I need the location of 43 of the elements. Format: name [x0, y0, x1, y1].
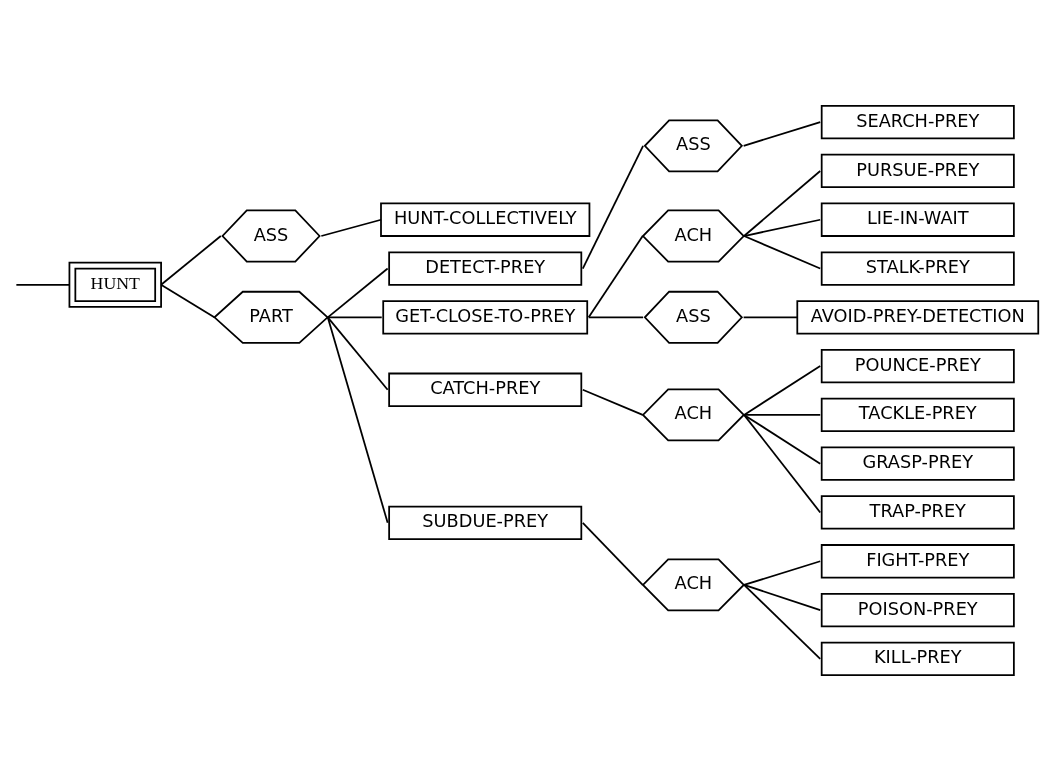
connector: [581, 521, 644, 586]
node-box: POISON-PREY: [820, 592, 1015, 627]
connector: [743, 169, 822, 237]
connector: [326, 267, 389, 318]
node-box: TRAP-PREY: [820, 494, 1015, 530]
connector: [743, 559, 822, 586]
connector: [160, 234, 222, 286]
node-box: GET-CLOSE-TO-PREY: [382, 299, 589, 334]
node-box: POUNCE-PREY: [820, 348, 1015, 383]
node-box: TACKLE-PREY: [820, 397, 1015, 432]
connector: [743, 413, 822, 513]
connector: [581, 144, 644, 269]
node-box: SEARCH-PREY: [820, 104, 1015, 139]
connector: [743, 234, 822, 269]
node-box: DETECT-PREY: [388, 250, 583, 286]
node-box: PURSUE-PREY: [820, 153, 1015, 188]
node-box: CATCH-PREY: [388, 372, 583, 407]
node-box: GRASP-PREY: [820, 446, 1015, 481]
connector: [743, 364, 822, 416]
connector: [587, 315, 644, 318]
connector: [742, 120, 822, 147]
node-box: HUNT: [68, 261, 162, 308]
connector: [587, 234, 644, 318]
connector: [326, 315, 389, 391]
connector: [326, 315, 383, 318]
connector: [743, 218, 822, 237]
node-box: FIGHT-PREY: [820, 543, 1015, 578]
node-box: LIE-IN-WAIT: [820, 202, 1015, 237]
node-box: SUBDUE-PREY: [388, 505, 583, 540]
connector: [326, 315, 389, 524]
connector: [743, 413, 822, 416]
connector: [743, 413, 822, 465]
connector: [742, 315, 799, 318]
connector: [581, 388, 644, 416]
node-box: STALK-PREY: [820, 250, 1015, 286]
node-box: KILL-PREY: [820, 641, 1015, 676]
node-box: AVOID-PREY-DETECTION: [796, 299, 1040, 334]
connector: [160, 283, 216, 318]
connector: [743, 583, 822, 660]
node-box: HUNT-COLLECTIVELY: [380, 202, 591, 237]
connector: [320, 218, 382, 237]
connector: [743, 583, 822, 611]
connector: [15, 283, 71, 286]
